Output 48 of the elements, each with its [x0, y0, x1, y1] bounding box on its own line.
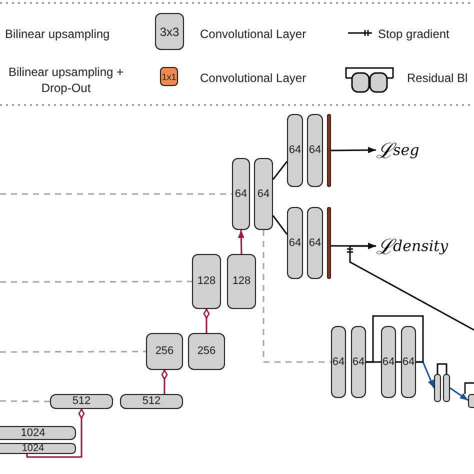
conv-layer-block: 64	[401, 326, 416, 398]
arrow	[331, 146, 376, 154]
legend-text: Bilinear upsampling + Drop-Out	[7, 64, 125, 96]
conv-layer-block: 512	[120, 394, 183, 409]
dashed-skip-line	[262, 230, 331, 363]
legend-layer-sample: 1x1	[160, 67, 178, 86]
upsampling-connector	[161, 370, 168, 394]
conv-layer-block: 64	[232, 158, 250, 230]
dashed-skip-line	[0, 280, 192, 283]
conv-layer-block: 256	[146, 333, 183, 370]
upsampling-connector	[26, 408, 85, 458]
conv-layer-block: 64	[307, 114, 323, 187]
output-conv-bar	[327, 207, 331, 279]
conv-layer-block: 512	[50, 394, 113, 409]
conv-layer-block: 64	[381, 326, 396, 398]
conv-layer-block: 256	[188, 333, 225, 370]
residual-skip-line	[436, 363, 448, 374]
legend-layer-sample: 3x3	[155, 13, 184, 50]
conv-layer-block: 64	[307, 207, 323, 279]
conv-layer-block: 1024	[0, 443, 76, 454]
connector-line	[396, 361, 401, 363]
arrow	[349, 242, 474, 331]
layer-block	[443, 374, 450, 402]
output-conv-bar	[327, 114, 331, 187]
legend-text: Bilinear upsampling	[5, 26, 110, 42]
upsampling-connector	[203, 308, 210, 333]
conv-layer-block: 128	[227, 254, 256, 309]
legend-text: Stop gradient	[378, 26, 450, 42]
conv-layer-block: 128	[192, 254, 221, 309]
legend-text: Residual Bl	[407, 70, 468, 86]
layer-block	[434, 374, 441, 402]
connector-line	[272, 161, 288, 180]
conv-layer-block: 64	[254, 158, 273, 230]
arrow	[450, 387, 468, 401]
dashed-skip-line	[0, 193, 232, 195]
legend-text: Convolutional Layer	[200, 26, 306, 42]
arrow	[331, 242, 376, 250]
connector-line	[272, 215, 288, 235]
conv-layer-block: 64	[287, 207, 303, 279]
dashed-skip-line	[0, 350, 146, 353]
arrow	[238, 230, 244, 254]
residual-skip-line	[366, 315, 424, 363]
conv-layer-block: 64	[287, 114, 303, 187]
conv-layer-block: 64	[351, 326, 366, 398]
dashed-skip-line	[0, 400, 50, 402]
legend-text: Convolutional Layer	[200, 70, 306, 86]
conv-layer-block: 1024	[0, 426, 76, 440]
conv-layer-block: 64	[331, 326, 346, 398]
